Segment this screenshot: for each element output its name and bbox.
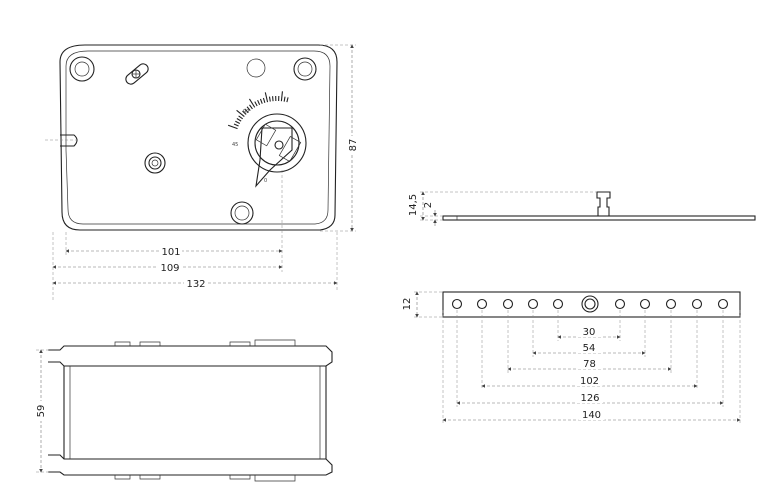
plate-view: 12 30 54 78 102 126 140 xyxy=(402,291,741,424)
shaft-clamp xyxy=(247,113,307,188)
plate-dim-label: 102 xyxy=(580,376,599,387)
side-view: 14,5 2 xyxy=(408,191,756,226)
scale-tick xyxy=(257,99,261,105)
position-scale xyxy=(227,91,289,130)
dimension-109: 109 xyxy=(52,260,283,274)
dim-label-2: 2 xyxy=(423,202,434,208)
scale-tick xyxy=(262,97,266,103)
dim-label-101: 101 xyxy=(161,247,180,258)
scale-tick xyxy=(246,106,251,111)
plate-hole xyxy=(451,298,463,310)
plate-dimension-126: 126 xyxy=(456,310,724,407)
scale-tick xyxy=(233,123,239,127)
plate-hole xyxy=(665,298,677,310)
plate-hole xyxy=(527,298,539,310)
side-shaft xyxy=(596,191,611,216)
plate-spacing-dimensions: 30 54 78 102 126 140 xyxy=(442,310,741,424)
plate-dim-label: 54 xyxy=(583,343,596,354)
dimension-14-5: 14,5 xyxy=(408,191,425,221)
manual-override-knob xyxy=(144,152,166,174)
mounting-slot xyxy=(60,134,78,147)
top-view: 90 45 0 101 109 xyxy=(45,44,359,300)
scale-tick xyxy=(235,120,241,125)
plate-center-shaft xyxy=(581,295,599,313)
plate-dim-label: 30 xyxy=(583,327,596,338)
housing-inner-outline xyxy=(65,50,331,225)
plate-hole xyxy=(691,298,703,310)
plate-dim-label: 140 xyxy=(582,410,601,421)
dim-label-59: 59 xyxy=(36,405,47,418)
front-view: 59 xyxy=(34,339,333,482)
scale-tick xyxy=(264,92,269,103)
dimension-101: 101 xyxy=(65,244,283,258)
dimension-59: 59 xyxy=(34,349,48,473)
dim-label-109: 109 xyxy=(160,263,179,274)
dimension-132: 132 xyxy=(52,276,338,290)
indicator-hole xyxy=(246,58,266,78)
plate-dimension-78: 78 xyxy=(507,310,672,373)
plate-holes xyxy=(451,295,729,313)
scale-tick xyxy=(238,115,243,120)
scale-tick xyxy=(227,124,238,130)
plate-hole xyxy=(614,298,626,310)
plate-hole xyxy=(717,298,729,310)
housing-outline xyxy=(59,44,338,231)
dimension-2: 2 xyxy=(423,202,437,226)
corner-hole-bottom xyxy=(230,201,254,225)
plate-dimension-102: 102 xyxy=(481,310,698,390)
scale-mark-90: 90 xyxy=(243,109,249,115)
plate-hole xyxy=(502,298,514,310)
plate-dim-label: 126 xyxy=(580,393,599,404)
plate-dimension-54: 54 xyxy=(532,310,646,357)
corner-hole-top-right xyxy=(293,57,317,81)
dimension-87: 87 xyxy=(345,44,359,232)
scale-tick xyxy=(236,109,245,117)
plate-dim-label: 78 xyxy=(583,359,596,370)
scale-mark-45: 45 xyxy=(232,142,238,148)
scale-tick xyxy=(268,96,271,102)
scale-tick xyxy=(280,91,283,102)
scale-tick xyxy=(248,98,256,108)
dim-label-132: 132 xyxy=(186,279,205,290)
plate-hole xyxy=(552,298,564,310)
scale-tick xyxy=(259,98,263,104)
scale-mark-0: 0 xyxy=(264,178,267,184)
side-plate xyxy=(442,215,756,221)
dimension-12: 12 xyxy=(402,291,419,318)
corner-hole-top-left xyxy=(69,56,95,82)
plate-dimension-140: 140 xyxy=(442,310,741,424)
scale-tick xyxy=(283,96,286,102)
plate-dimension-30: 30 xyxy=(557,310,621,341)
dim-label-12: 12 xyxy=(402,298,413,311)
scale-tick xyxy=(254,101,258,107)
mounting-plate xyxy=(442,291,741,318)
front-top-flange xyxy=(48,345,333,367)
scale-tick xyxy=(236,118,242,122)
adjust-screw xyxy=(125,63,149,85)
plate-hole xyxy=(476,298,488,310)
dim-label-87: 87 xyxy=(348,139,359,152)
plate-hole xyxy=(639,298,651,310)
scale-tick xyxy=(286,97,289,103)
front-bottom-flange xyxy=(48,454,333,476)
scale-tick xyxy=(244,108,249,113)
scale-tick xyxy=(249,104,253,110)
dim-label-14-5: 14,5 xyxy=(408,194,419,216)
scale-tick xyxy=(242,110,247,115)
